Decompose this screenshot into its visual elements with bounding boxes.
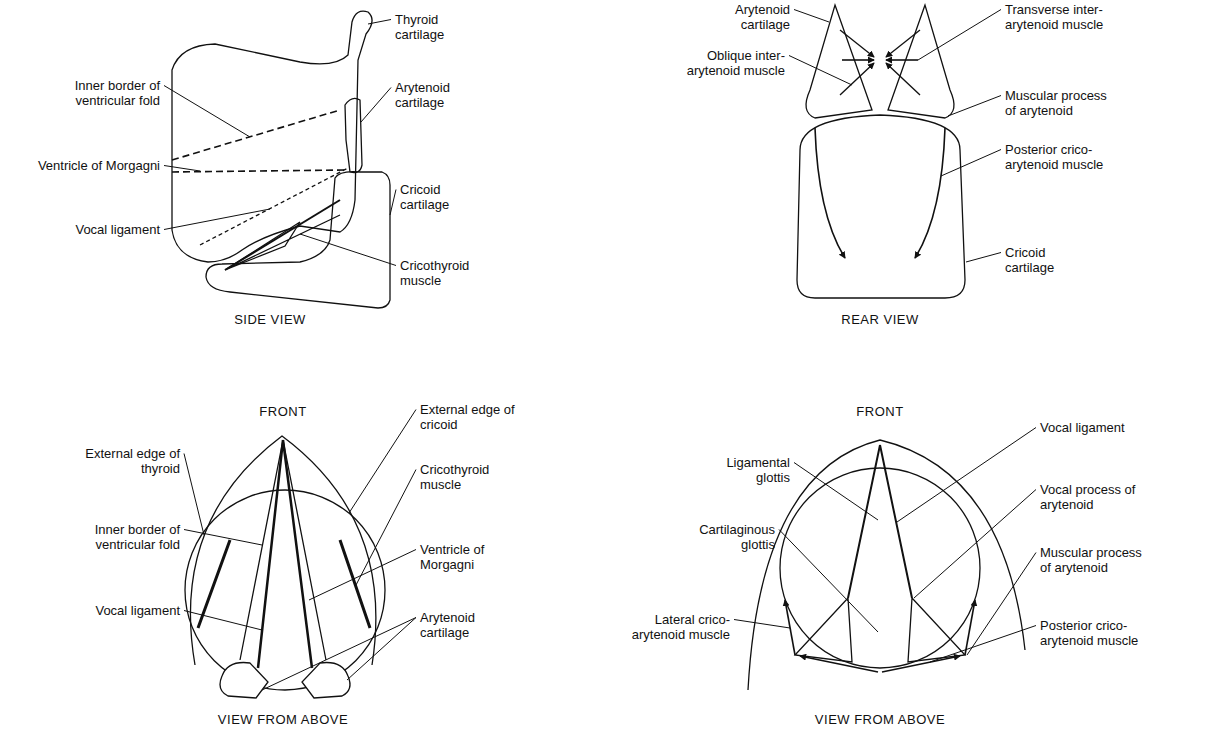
ventricular-fold-line	[240, 440, 326, 660]
part-label: Posterior crico-arytenoid muscle	[1040, 618, 1155, 648]
posterior-cricoarytenoid-arrow	[800, 656, 878, 672]
view-caption: VIEW FROM ABOVE	[183, 712, 383, 727]
part-label: Ligamental glottis	[705, 455, 790, 485]
thyroid-edge	[190, 436, 375, 665]
arytenoid-cartilage	[888, 5, 954, 118]
leader-line	[941, 150, 1001, 177]
cricoid-cartilage	[797, 115, 965, 298]
posterior-cricoarytenoid-arc	[815, 128, 845, 258]
leader-line	[164, 86, 250, 138]
leader-line	[930, 626, 1036, 663]
part-label: Cricoid cartilage	[1005, 245, 1085, 275]
leader-line	[164, 209, 270, 230]
leader-line	[794, 10, 829, 23]
part-label: Cartilaginous glottis	[680, 522, 775, 552]
leader-line	[184, 530, 262, 546]
leader-line	[390, 190, 396, 216]
vocal-ligament-line	[258, 440, 312, 668]
leader-line	[734, 620, 790, 629]
oblique-muscle-arrow	[840, 30, 874, 57]
cricoid-edge	[185, 490, 385, 690]
arytenoid-cartilage	[806, 5, 872, 118]
part-label: Arytenoid cartilage	[700, 2, 790, 32]
ventricular-fold-line	[172, 110, 340, 160]
view-caption: REAR VIEW	[780, 312, 980, 327]
leader-line	[966, 253, 1001, 263]
part-label: Oblique inter-arytenoid muscle	[675, 48, 785, 78]
orientation-label: FRONT	[830, 404, 930, 419]
leader-line	[262, 618, 416, 691]
vocal-ligament-line	[848, 445, 912, 598]
leader-line	[309, 550, 416, 601]
view-caption: SIDE VIEW	[170, 312, 370, 327]
part-label: Ventricle of Morgagni	[10, 158, 160, 173]
cricothyroid-muscle	[198, 540, 370, 628]
leader-line	[789, 56, 852, 86]
part-label: Vocal ligament	[50, 222, 160, 237]
leader-line	[349, 410, 416, 514]
vocal-ligament-line	[200, 168, 348, 245]
cricothyroid-muscle	[225, 215, 340, 270]
leader-line	[356, 470, 416, 586]
leader-line	[184, 611, 262, 631]
oblique-muscle-arrow	[886, 63, 920, 95]
leader-line	[914, 490, 1036, 599]
leader-line	[164, 166, 200, 172]
leader-line	[967, 553, 1036, 656]
part-label: Transverse inter-arytenoid muscle	[1005, 2, 1135, 32]
part-label: External edge of thyroid	[85, 446, 180, 476]
leader-line	[184, 454, 204, 536]
part-label: Thyroid cartilage	[395, 12, 475, 42]
part-label: Cricoid cartilage	[400, 182, 480, 212]
leader-line	[361, 88, 391, 123]
part-label: Posterior crico-arytenoid muscle	[1005, 142, 1120, 172]
view-caption: VIEW FROM ABOVE	[780, 712, 980, 727]
part-label: Cricothyroid muscle	[400, 258, 495, 288]
cricoid-cartilage	[206, 172, 390, 308]
part-label: Ventricle of Morgagni	[420, 542, 515, 572]
part-label: Arytenoid cartilage	[420, 610, 515, 640]
orientation-label: FRONT	[233, 404, 333, 419]
arytenoid-cartilage	[220, 663, 268, 698]
transverse-muscle-arrow	[886, 59, 918, 61]
oblique-muscle-arrow	[886, 30, 920, 57]
arytenoid-cartilage	[345, 98, 362, 172]
part-label: Arytenoid cartilage	[395, 80, 475, 110]
oblique-muscle-arrow	[840, 63, 874, 95]
transverse-muscle-arrow	[842, 59, 874, 61]
leader-line	[948, 96, 1001, 117]
leader-line	[300, 234, 396, 266]
leader-line	[794, 463, 878, 521]
cricothyroid-muscle	[225, 200, 340, 270]
part-label: Muscular process of arytenoid	[1005, 88, 1115, 118]
part-label: Vocal ligament	[1040, 420, 1160, 435]
part-label: Cricothyroid muscle	[420, 462, 515, 492]
leader-line	[368, 20, 391, 25]
part-label: Vocal ligament	[70, 603, 180, 618]
part-label: Inner border of ventricular fold	[45, 78, 160, 108]
part-label: Lateral crico-arytenoid muscle	[615, 612, 730, 642]
leader-line	[918, 10, 1001, 61]
posterior-cricoarytenoid-arc	[915, 128, 945, 258]
posterior-cricoarytenoid-arrow	[882, 656, 960, 672]
part-label: Muscular process of arytenoid	[1040, 545, 1150, 575]
arytenoid-cartilage	[795, 598, 852, 662]
leader-line	[779, 530, 878, 633]
cricoid-edge	[780, 468, 980, 668]
thyroid-cartilage	[172, 11, 372, 262]
part-label: Vocal process of arytenoid	[1040, 482, 1150, 512]
part-label: External edge of cricoid	[420, 402, 515, 432]
leader-line	[347, 618, 416, 681]
part-label: Inner border of ventricular fold	[70, 522, 180, 552]
